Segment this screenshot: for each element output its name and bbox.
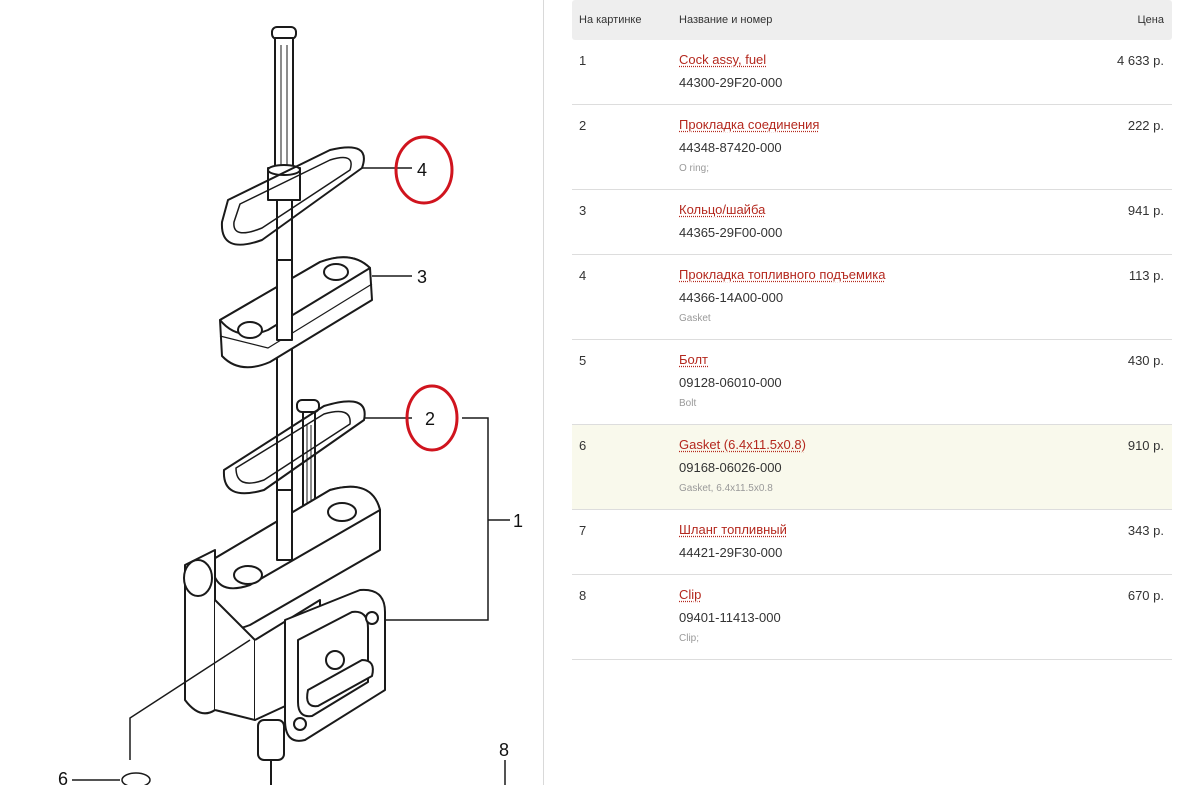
callout-label-3[interactable]: 3 [417, 267, 427, 287]
table-row: 5 Болт 09128-06010-000 Bolt 430 р. [572, 340, 1172, 425]
part-price: 430 р. [1127, 353, 1164, 368]
row-position: 2 [579, 118, 587, 133]
part-price: 941 р. [1127, 203, 1164, 218]
part-number: 44300-29F20-000 [679, 75, 783, 90]
row-position: 3 [579, 203, 587, 218]
part-name-link[interactable]: Болт [679, 352, 709, 367]
part-name-link[interactable]: Прокладка соединения [679, 117, 820, 132]
table-row: 3 Кольцо/шайба 44365-29F00-000 941 р. [572, 190, 1172, 255]
part-note: Gasket, 6.4x11.5x0.8 [679, 483, 773, 494]
row-position: 1 [579, 53, 587, 68]
part-name-link[interactable]: Clip [679, 587, 702, 602]
row-position: 5 [579, 353, 587, 368]
callout-label-6[interactable]: 6 [58, 769, 68, 785]
part-price: 113 р. [1128, 268, 1164, 283]
part-price: 4 633 р. [1117, 53, 1164, 68]
part-price: 910 р. [1127, 438, 1164, 453]
table-row: 1 Cock assy, fuel 44300-29F20-000 4 633 … [572, 40, 1172, 105]
part-name-link[interactable]: Шланг топливный [679, 522, 787, 537]
part-name-link[interactable]: Gasket (6.4x11.5x0.8) [679, 437, 806, 452]
part-price: 670 р. [1127, 588, 1164, 603]
table-row: 7 Шланг топливный 44421-29F30-000 343 р. [572, 510, 1172, 575]
callout-label-8[interactable]: 8 [499, 740, 509, 760]
row-position: 4 [579, 268, 587, 283]
table-row: 4 Прокладка топливного подъемика 44366-1… [572, 255, 1172, 340]
part-name-link[interactable]: Кольцо/шайба [679, 202, 766, 217]
fuel-cock-drawing: 4 3 2 1 8 6 [58, 26, 523, 785]
table-row: 8 Clip 09401-11413-000 Clip; 670 р. [572, 575, 1172, 660]
row-position: 8 [579, 588, 587, 603]
part-name-link[interactable]: Cock assy, fuel [679, 52, 767, 67]
callout-label-1[interactable]: 1 [513, 511, 523, 531]
table-header: На картинке Название и номер Цена [572, 0, 1172, 40]
part-price: 343 р. [1127, 523, 1164, 538]
callout-label-4[interactable]: 4 [417, 160, 427, 180]
part-number: 44421-29F30-000 [679, 545, 783, 560]
highlight-circle-4 [394, 135, 454, 205]
part-number: 44365-29F00-000 [679, 225, 783, 240]
header-price: Цена [1137, 14, 1164, 26]
header-position: На картинке [579, 14, 642, 26]
callout-label-2[interactable]: 2 [425, 409, 435, 429]
parts-table: На картинке Название и номер Цена 1 Cock… [572, 0, 1172, 660]
part-number: 09401-11413-000 [679, 610, 781, 625]
part-note: Bolt [679, 398, 697, 409]
part-note: Clip; [679, 633, 700, 644]
row-position: 7 [579, 523, 587, 538]
parts-diagram: 4 3 2 1 8 6 [0, 0, 544, 785]
part-number: 09168-06026-000 [679, 460, 782, 475]
part-number: 44366-14A00-000 [679, 290, 784, 305]
highlight-circle-2 [405, 384, 459, 452]
part-name-link[interactable]: Прокладка топливного подъемика [679, 267, 886, 282]
row-position: 6 [579, 438, 587, 453]
part-number: 44348-87420-000 [679, 140, 782, 155]
part-note: O ring; [679, 163, 710, 174]
header-name: Название и номер [679, 14, 773, 26]
table-row: 2 Прокладка соединения 44348-87420-000 O… [572, 105, 1172, 190]
table-row-highlighted: 6 Gasket (6.4x11.5x0.8) 09168-06026-000 … [572, 425, 1172, 510]
part-number: 09128-06010-000 [679, 375, 782, 390]
highlight-circles [394, 135, 459, 452]
part-note: Gasket [679, 313, 711, 324]
part-price: 222 р. [1127, 118, 1164, 133]
